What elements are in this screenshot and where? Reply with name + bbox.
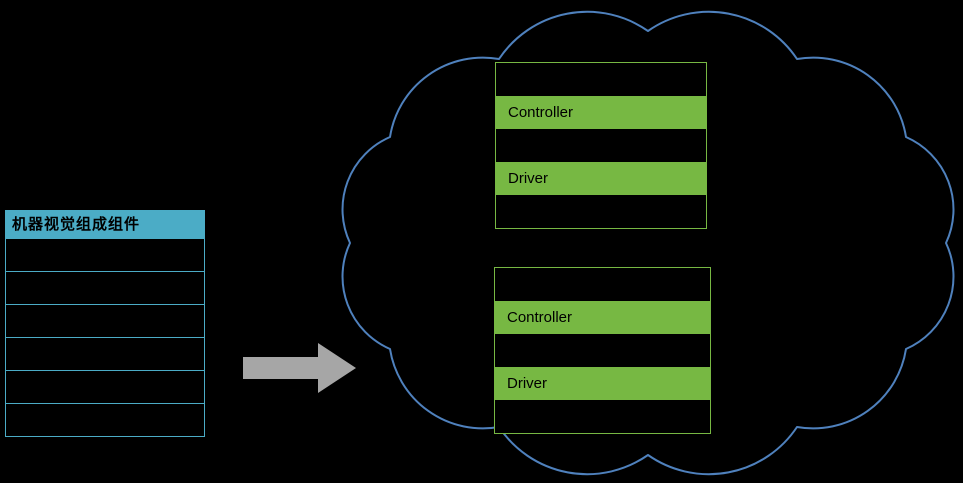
flow-arrow-icon [243, 343, 356, 393]
table-row [6, 304, 204, 337]
stack-row-controller: Controller [496, 96, 706, 129]
stack-row [496, 129, 706, 162]
stack-row [496, 195, 706, 228]
table-row [6, 238, 204, 271]
component-stack-top: Controller Driver [495, 62, 707, 229]
stack-row [495, 400, 710, 433]
component-stack-bottom: Controller Driver [494, 267, 711, 434]
stack-row-driver: Driver [496, 162, 706, 195]
table-row [6, 403, 204, 436]
stack-row [495, 268, 710, 301]
table-row [6, 271, 204, 304]
table-row [6, 370, 204, 403]
stack-row [495, 334, 710, 367]
stack-row-driver: Driver [495, 367, 710, 400]
components-table-title: 机器视觉组成组件 [6, 211, 204, 238]
stack-row [496, 63, 706, 96]
table-row [6, 337, 204, 370]
components-table: 机器视觉组成组件 [5, 210, 205, 437]
stack-row-controller: Controller [495, 301, 710, 334]
